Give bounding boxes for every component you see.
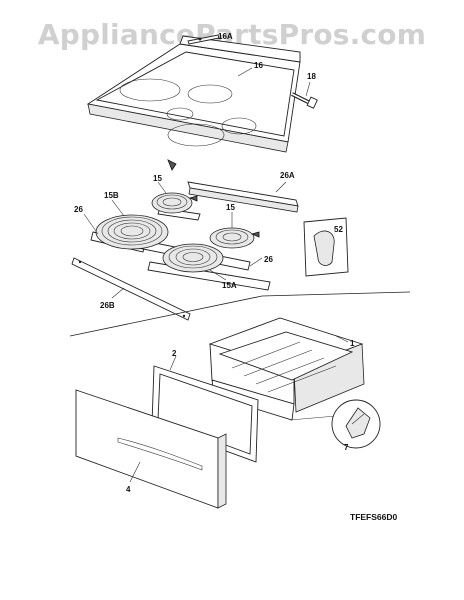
callout-16a: 16A: [218, 32, 233, 41]
callout-18: 18: [307, 72, 316, 81]
cooktop-glass[interactable]: [86, 35, 301, 153]
surface-element-15b[interactable]: [95, 214, 169, 250]
callout-7: 7: [344, 443, 349, 452]
drawer-ribs: [231, 341, 337, 393]
callout-4: 4: [126, 485, 131, 494]
callout-26a: 26A: [280, 171, 295, 180]
surface-element-15-right[interactable]: [209, 227, 260, 249]
callout-15a: 15A: [222, 281, 237, 290]
cooktop-burner-marks: [119, 78, 257, 147]
callout-15-right: 15: [226, 203, 235, 212]
control-knob-18[interactable]: [291, 92, 318, 109]
callout-26-right: 26: [264, 255, 273, 264]
separator-line: [69, 291, 411, 337]
callout-26b: 26B: [100, 301, 115, 310]
surface-element-15a[interactable]: [162, 243, 224, 273]
drawer-box[interactable]: [208, 317, 365, 421]
leader-lines: [83, 67, 349, 483]
callout-16: 16: [254, 61, 263, 70]
callout-15-top: 15: [153, 174, 162, 183]
callout-15b: 15B: [104, 191, 119, 200]
bracket-26b[interactable]: [71, 257, 191, 321]
bracket-26a[interactable]: [187, 181, 299, 213]
diagram-code: TFEFS66D0: [350, 512, 398, 522]
inset-part-7[interactable]: [331, 399, 381, 449]
callout-2: 2: [172, 349, 177, 358]
drawer-front-panel[interactable]: [75, 389, 227, 509]
callout-52: 52: [334, 225, 343, 234]
inset-part-52[interactable]: [303, 217, 349, 277]
drawer-gasket-frame[interactable]: [151, 365, 259, 463]
trim-16a[interactable]: [187, 34, 220, 45]
callout-1: 1: [350, 339, 355, 348]
cooktop-bracket: [167, 159, 177, 171]
surface-element-15-top[interactable]: [151, 192, 198, 214]
callout-26-left: 26: [74, 205, 83, 214]
